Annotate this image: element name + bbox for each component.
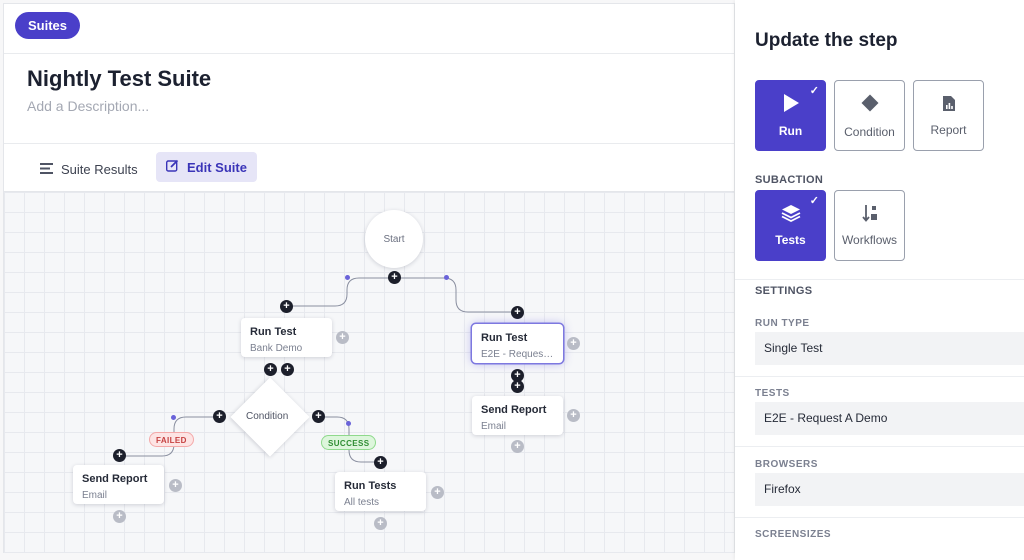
add-step-plus[interactable]: + (113, 510, 126, 523)
add-branch-plus[interactable]: + (567, 409, 580, 422)
node-subtitle: Bank Demo (250, 343, 303, 354)
node-subtitle: Email (481, 421, 507, 432)
connector-dot (444, 275, 449, 280)
subaction-label: SUBACTION (755, 174, 824, 186)
add-branch-plus[interactable]: + (567, 337, 580, 350)
run-type-label: RUN TYPE (755, 318, 810, 329)
tests-select[interactable]: E2E - Request A Demo (755, 402, 1024, 435)
card-label: Run (778, 124, 803, 138)
node-subtitle: All tests (344, 497, 380, 508)
failed-badge: FAILED (149, 432, 194, 447)
node-title: Run Test (481, 332, 528, 344)
play-icon (782, 93, 800, 116)
flow-node-run-test-bank[interactable]: Run Test Bank Demo (241, 318, 332, 357)
action-condition-card[interactable]: Condition (834, 80, 905, 151)
browsers-label: BROWSERS (755, 459, 818, 470)
add-step-plus[interactable]: + (281, 363, 294, 376)
node-subtitle: E2E - Request ... (481, 349, 554, 360)
tab-label: Edit Suite (187, 159, 247, 175)
add-branch-plus[interactable]: + (169, 479, 182, 492)
node-subtitle: Email (82, 490, 108, 501)
add-step-plus[interactable]: + (511, 380, 524, 393)
add-step-plus[interactable]: + (511, 306, 524, 319)
add-step-plus[interactable]: + (280, 300, 293, 313)
screensizes-label: SCREENSIZES (755, 529, 832, 540)
connector-dot (346, 421, 351, 426)
flow-node-send-report-right[interactable]: Send Report Email (472, 396, 563, 435)
settings-label: SETTINGS (755, 285, 813, 297)
add-step-plus[interactable]: + (312, 410, 325, 423)
divider (735, 446, 1024, 447)
node-title: Run Test (250, 326, 297, 338)
layers-icon (781, 204, 801, 225)
condition-label: Condition (246, 411, 289, 422)
description-input[interactable]: Add a Description... (27, 98, 150, 114)
add-step-plus[interactable]: + (511, 440, 524, 453)
node-title: Send Report (481, 404, 547, 416)
tests-label: TESTS (755, 388, 790, 399)
top-bar: Suites (4, 4, 734, 54)
subaction-tests-card[interactable]: ✓ Tests (755, 190, 826, 261)
report-icon (942, 95, 956, 115)
flow-node-send-report-left[interactable]: Send Report Email (73, 465, 164, 504)
add-step-plus[interactable]: + (374, 517, 387, 530)
add-step-plus[interactable]: + (113, 449, 126, 462)
success-badge: SUCCESS (321, 435, 377, 450)
browsers-select[interactable]: Firefox (755, 473, 1024, 506)
action-run-card[interactable]: ✓ Run (755, 80, 826, 151)
add-step-plus[interactable]: + (511, 369, 524, 382)
suite-title[interactable]: Nightly Test Suite (27, 66, 212, 91)
add-step-plus[interactable]: + (388, 271, 401, 284)
tab-edit-suite[interactable]: Edit Suite (156, 152, 257, 182)
run-type-select[interactable]: Single Test (755, 332, 1024, 365)
flow-node-run-tests-all[interactable]: Run Tests All tests (335, 472, 426, 511)
connector-dot (171, 415, 176, 420)
step-settings-panel: Update the step ✓ Run Condition Report S… (735, 0, 1024, 560)
node-title: Send Report (82, 473, 148, 485)
card-label: Report (930, 122, 967, 137)
check-icon: ✓ (809, 85, 819, 97)
add-branch-plus[interactable]: + (431, 486, 444, 499)
panel-title: Update the step (755, 30, 898, 51)
divider (735, 376, 1024, 377)
divider (735, 279, 1024, 280)
check-icon: ✓ (809, 195, 819, 207)
card-label: Condition (844, 125, 895, 139)
flow-node-run-test-e2e[interactable]: Run Test E2E - Request ... (472, 324, 563, 363)
connector-dot (345, 275, 350, 280)
action-report-card[interactable]: Report (913, 80, 984, 151)
diamond-icon (859, 92, 881, 117)
list-icon (40, 162, 53, 177)
sort-icon (861, 204, 878, 225)
divider (4, 143, 734, 144)
card-label: Workflows (841, 233, 898, 247)
tab-suite-results[interactable]: Suite Results (32, 154, 146, 184)
flow-canvas[interactable]: Start + + Run Test Bank Demo + + + + Run… (4, 191, 734, 553)
add-branch-plus[interactable]: + (336, 331, 349, 344)
edit-icon (165, 159, 179, 175)
start-node[interactable]: Start (365, 210, 423, 268)
tab-label: Suite Results (61, 161, 138, 177)
node-title: Run Tests (344, 480, 397, 492)
add-step-plus[interactable]: + (213, 410, 226, 423)
subaction-workflows-card[interactable]: Workflows (834, 190, 905, 261)
suite-editor: Suites Nightly Test Suite Add a Descript… (3, 3, 735, 553)
add-step-plus[interactable]: + (374, 456, 387, 469)
divider (735, 517, 1024, 518)
add-step-plus[interactable]: + (264, 363, 277, 376)
card-label: Tests (775, 233, 806, 247)
suites-button[interactable]: Suites (15, 12, 81, 39)
